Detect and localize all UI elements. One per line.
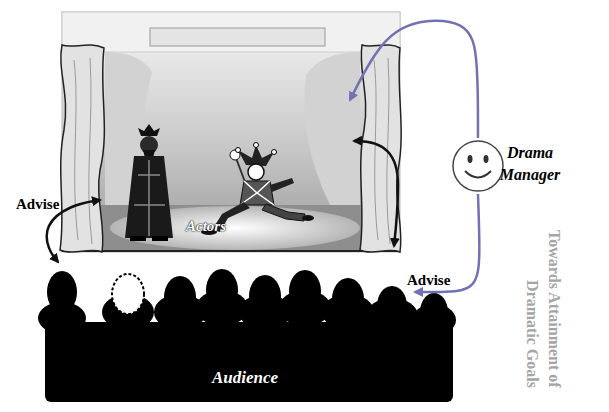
smiley-face: [450, 138, 506, 194]
king-boot: [152, 236, 168, 241]
jester-arm: [270, 178, 294, 192]
hat-bell: [254, 143, 259, 148]
drama-manager-node: Drama Manager: [450, 138, 570, 194]
side-curtain: [360, 45, 401, 252]
head: [206, 269, 238, 311]
robe-trim: [134, 160, 165, 236]
stage-wall: [62, 12, 400, 252]
king-figure: [125, 124, 173, 241]
hat-bell: [272, 150, 277, 155]
audience-box: Audience: [40, 262, 415, 402]
face-eye: [468, 155, 473, 163]
side-curtain: [60, 45, 104, 252]
stage-edge: [62, 250, 400, 252]
jester-head: [248, 164, 264, 180]
back-drape: [304, 52, 360, 205]
body-pattern: [240, 181, 274, 205]
advice-arrow: [350, 21, 478, 138]
head: [47, 271, 77, 313]
audience-body: [45, 322, 453, 402]
jester-hat: [238, 145, 274, 166]
head: [377, 286, 407, 326]
actors-label: Actors: [186, 218, 226, 235]
edge-label: Advise: [16, 196, 59, 213]
crown: [138, 124, 160, 136]
face-eye: [484, 155, 489, 163]
head: [332, 278, 364, 320]
king-robe: [125, 156, 173, 238]
king-boot: [130, 236, 146, 241]
jester-leg: [262, 204, 305, 221]
curtain-fold: [74, 58, 92, 244]
manager-label: Drama Manager: [490, 142, 570, 186]
jester-shoe: [302, 215, 314, 221]
jester-body: [240, 181, 274, 205]
head: [420, 293, 448, 331]
face-outline: [453, 141, 503, 191]
head: [289, 270, 321, 312]
head: [164, 276, 196, 318]
stage-box: Actors: [100, 55, 350, 245]
face-smile: [465, 171, 491, 178]
stage-valance: [62, 12, 400, 52]
head: [249, 275, 281, 317]
audience-silhouette: [38, 269, 456, 402]
goal-note: Towards Attainment of Dramatic Goals: [521, 190, 565, 388]
audience-label: Audience: [212, 368, 278, 388]
valance-band: [150, 28, 325, 46]
edge-label: Advise: [407, 272, 450, 289]
head: [112, 274, 144, 314]
hat-bell: [236, 148, 241, 153]
stage-arrow: [354, 141, 398, 246]
